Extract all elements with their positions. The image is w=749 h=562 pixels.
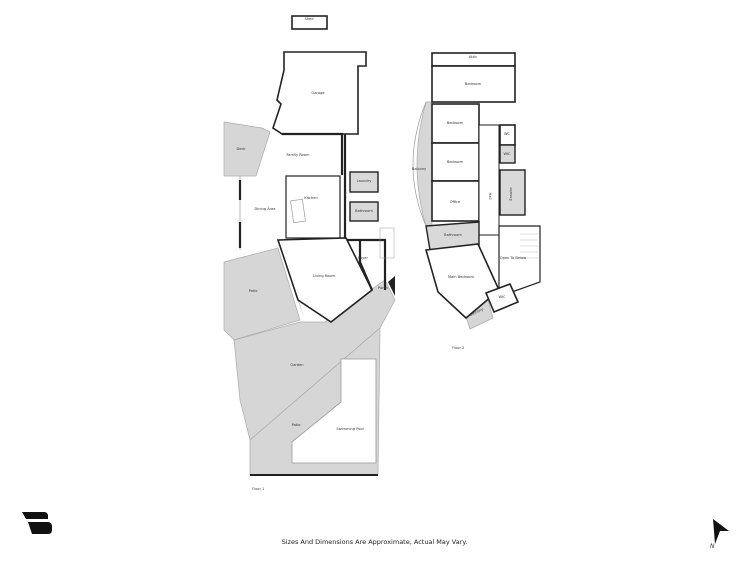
label-bathroom-2: Bathroom: [444, 233, 462, 237]
floor-2-label: Floor 2: [452, 346, 464, 350]
label-shed: Shed: [304, 17, 313, 21]
label-living-room: Living Room: [313, 274, 336, 278]
label-family-room: Family Room: [287, 153, 310, 157]
office-room: [431, 180, 480, 222]
label-porch: Porch: [378, 286, 388, 290]
bedroom-1-room: [431, 65, 516, 103]
label-bathroom: Bathroom: [355, 209, 373, 213]
label-deck: Deck: [236, 147, 246, 151]
swimming-pool: [291, 358, 377, 464]
label-master-bedroom: Main Bedroom: [448, 275, 474, 279]
label-kitchen: Kitchen: [304, 196, 318, 200]
floor-1: Shed Garage Deck Family Room Dining Area…: [223, 15, 396, 491]
label-laundry: Laundry: [357, 179, 373, 183]
label-open-to-below: Open To Below: [500, 256, 527, 260]
open-to-below-area: [498, 225, 541, 293]
living-room: [276, 237, 374, 323]
brand-logo: [22, 512, 52, 534]
label-ensuite: Ensuite: [509, 187, 513, 201]
label-attic: Attic: [469, 55, 477, 59]
label-hall-2: Hall: [488, 193, 492, 200]
label-bedroom-2: Bedroom: [447, 121, 464, 125]
wic-room: [484, 282, 520, 314]
disclaimer-text: Sizes And Dimensions Are Approximate, Ac…: [281, 538, 468, 546]
label-office: Office: [450, 200, 461, 204]
label-garden: Garden: [290, 363, 303, 367]
label-balcony-south: Balcony: [469, 307, 484, 317]
bathroom-room: [349, 201, 379, 222]
deck-area: [223, 121, 271, 177]
label-swimming-pool: Swimming Pool: [336, 427, 363, 431]
label-garage: Garage: [311, 91, 325, 95]
kitchen-room: [285, 175, 341, 239]
bedroom-2-room: [431, 103, 480, 144]
wic-small-room: [499, 144, 516, 164]
garden-area: [233, 279, 396, 441]
label-balcony-west: Balcony: [412, 167, 427, 171]
label-patio-lower: Patio: [292, 423, 301, 427]
label-bedroom-3: Bedroom: [447, 160, 464, 164]
ensuite-room: [499, 169, 526, 216]
laundry-room: [349, 171, 379, 193]
north-arrow-icon: [713, 519, 729, 544]
label-wic-small: WIC: [503, 152, 511, 156]
floor-1-label: Floor 1: [252, 487, 264, 491]
patio-upper-area: [223, 247, 301, 341]
label-wic: WIC: [498, 295, 506, 299]
hall-corridor: [478, 124, 500, 236]
floor-2: Attic Bedroom Bedroom Bedroom Office Bal…: [412, 52, 541, 350]
label-wc: WC: [504, 132, 511, 136]
label-foyer: Foyer: [358, 256, 368, 260]
north-label: N: [710, 543, 715, 550]
label-dining-area: Dining Area: [254, 207, 275, 211]
label-bedroom-1: Bedroom: [465, 82, 482, 86]
label-patio-upper: Patio: [249, 289, 258, 293]
shed-room: [291, 15, 328, 30]
label-hall: Hall: [343, 192, 347, 199]
master-bedroom-room: [424, 243, 500, 320]
